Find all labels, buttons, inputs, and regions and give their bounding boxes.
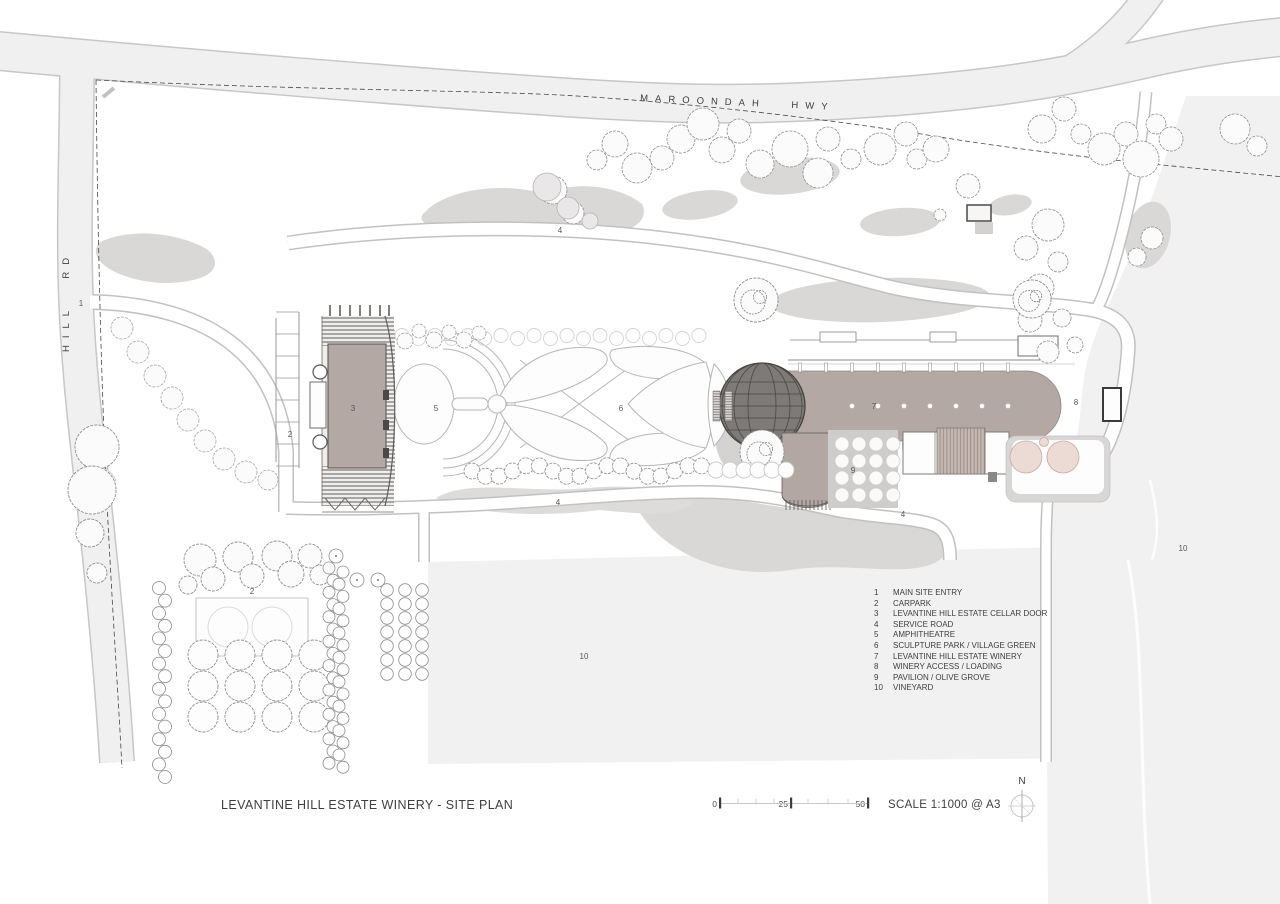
winery-rooflight-dots: [849, 403, 1011, 409]
vineyard-east: [1043, 96, 1280, 904]
wine-tank: [1046, 440, 1080, 474]
winery-complex: [712, 204, 1122, 510]
sculpture-park-paths: [393, 331, 731, 477]
hill-rd-trees: [67, 424, 120, 584]
legend-item-num: 10: [874, 683, 883, 693]
carpark-scatter-trees: [178, 540, 331, 595]
marker-sculpture-park: 6: [619, 404, 624, 413]
legend-item-num: 5: [874, 630, 879, 640]
drawing-title: LEVANTINE HILL ESTATE WINERY - SITE PLAN: [221, 798, 513, 812]
winery-building: [777, 370, 1062, 442]
legend-item: 10 VINEYARD: [874, 683, 1124, 694]
legend-item-num: 3: [874, 609, 879, 619]
north-arrow: N: [1008, 776, 1036, 822]
titleblock: LEVANTINE HILL ESTATE WINERY - SITE PLAN…: [221, 776, 1036, 822]
garden-bottom-hedge: [463, 457, 710, 485]
marker-winery-access: 8: [1074, 398, 1079, 407]
plaza-link: [712, 390, 733, 422]
legend-item-label: VINEYARD: [893, 683, 934, 693]
scale-bar: 0 25 50: [712, 797, 870, 809]
olive-grove-trees: [834, 436, 901, 503]
marker-pavilion: 9: [851, 466, 856, 475]
legend-item-num: 2: [874, 598, 879, 608]
legend-item-num: 6: [874, 640, 879, 650]
legend-item: 9 PAVILION / OLIVE GROVE: [874, 673, 1124, 684]
legend-item-label: WINERY ACCESS / LOADING: [893, 662, 1003, 672]
legend-item: 5 AMPHITHEATRE: [874, 630, 1124, 641]
vineyard-swale: [1148, 479, 1159, 561]
street-label-hill-rd: HILL RD: [61, 251, 72, 352]
entry-drive-trees: [110, 316, 279, 491]
scale-tick-0: 0: [712, 799, 717, 809]
loading-court: [902, 427, 1010, 482]
garden-top-cluster: [396, 323, 487, 350]
marker-vineyard-east: 10: [1179, 544, 1188, 553]
vineyard-swale: [1126, 559, 1152, 904]
marker-service-road-mid: 4: [556, 498, 561, 507]
legend-item-num: 9: [874, 672, 879, 682]
legend-item-label: LEVANTINE HILL ESTATE WINERY: [893, 651, 1022, 661]
cellar-door-roof: [327, 343, 387, 469]
legend-item-label: SCULPTURE PARK / VILLAGE GREEN: [893, 640, 1036, 650]
legend-item: 4 SERVICE ROAD: [874, 620, 1124, 631]
hedge-chain-west: [152, 581, 172, 784]
legend-item-label: SERVICE ROAD: [893, 619, 954, 629]
legend-item: 1 MAIN SITE ENTRY: [874, 588, 1124, 599]
marker-main-site-entry: 1: [79, 299, 84, 308]
legend-item-label: LEVANTINE HILL ESTATE CELLAR DOOR: [893, 609, 1048, 619]
legend-item-label: AMPHITHEATRE: [893, 630, 956, 640]
carpark-bays: [275, 311, 300, 468]
legend-item-num: 7: [874, 651, 879, 661]
marker-vineyard-central: 10: [580, 652, 589, 661]
marker-service-road-top: 4: [558, 226, 563, 235]
vineyard-blocks: [428, 96, 1280, 904]
legend-item: 6 SCULPTURE PARK / VILLAGE GREEN: [874, 641, 1124, 652]
property-boundary: [95, 79, 1280, 769]
hedge-chain-east: [322, 561, 350, 774]
legend-item: 7 LEVANTINE HILL ESTATE WINERY: [874, 652, 1124, 663]
vineyard-central: [428, 546, 1108, 764]
highway-trees-filled: [532, 172, 599, 230]
loading-ramp: [936, 427, 986, 475]
marker-carpark-west: 2: [288, 430, 293, 439]
legend-item-num: 4: [874, 619, 879, 629]
marker-winery: 7: [872, 402, 877, 411]
tank-yard: [1005, 435, 1111, 503]
legend-item: 2 CARPARK: [874, 599, 1124, 610]
legend-item-label: PAVILION / OLIVE GROVE: [893, 672, 991, 682]
legend-item-num: 1: [874, 588, 879, 597]
road-fills: [0, 0, 1280, 764]
legend-item-label: MAIN SITE ENTRY: [893, 588, 963, 597]
north-label: N: [1018, 776, 1025, 787]
legend-item-num: 8: [874, 662, 879, 672]
legend-item: 8 WINERY ACCESS / LOADING: [874, 662, 1124, 673]
colonnade-ticks: [329, 305, 390, 316]
marker-service-road-east: 4: [901, 510, 906, 519]
orchard-grid: [380, 583, 429, 681]
wine-tank: [1009, 440, 1043, 474]
carpark-tree-grid: [187, 639, 330, 733]
orchard-singles: [328, 548, 386, 588]
marker-cellar-door: 3: [351, 404, 356, 413]
cellar-door-building: [275, 305, 396, 513]
marker-amphitheatre: 5: [434, 404, 439, 413]
garden-bottom-hedge-light: [707, 461, 795, 479]
access-building: [1102, 387, 1122, 422]
trees: [67, 96, 1268, 784]
legend-item: 3 LEVANTINE HILL ESTATE CELLAR DOOR: [874, 609, 1124, 620]
marker-carpark-south: 2: [250, 587, 255, 596]
gate-mark: [101, 86, 116, 99]
highway-shed: [966, 204, 992, 222]
scale-note: SCALE 1:1000 @ A3: [888, 799, 1001, 811]
legend-item-label: CARPARK: [893, 598, 932, 608]
feature-trees: [733, 277, 1052, 475]
